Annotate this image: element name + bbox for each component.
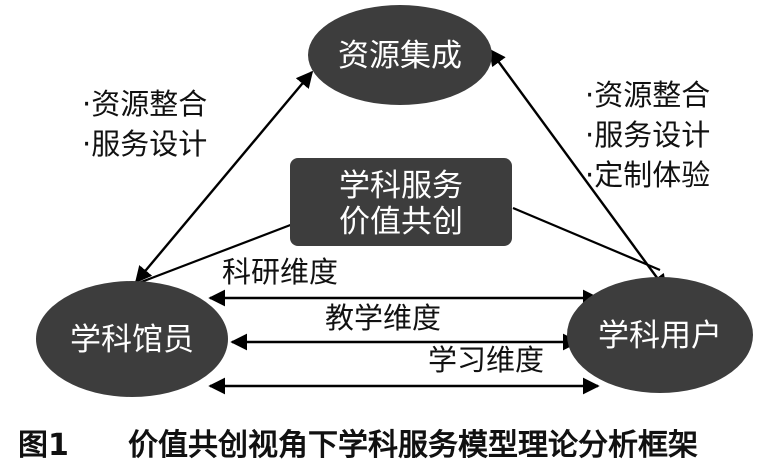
dimension-learning-label: 学习维度 [428, 343, 544, 377]
arrow-top-to-right [489, 48, 667, 292]
figure-number: 图1 [18, 428, 69, 463]
right-label-1: ·资源整合 [585, 78, 710, 112]
connector-center-to-right [512, 206, 661, 272]
right-label-2: ·服务设计 [585, 118, 710, 152]
node-subject-librarian: 学科馆员 [36, 281, 228, 397]
center-box-line1: 学科服务 [339, 168, 463, 204]
center-value-cocreation-box: 学科服务 价值共创 [290, 158, 512, 246]
right-label-3: ·定制体验 [585, 158, 710, 192]
center-box-line2: 价值共创 [339, 204, 463, 240]
node-subject-user-label: 学科用户 [598, 318, 722, 354]
node-resource-integration: 资源集成 [308, 5, 492, 105]
arrow-left-to-top [134, 70, 314, 284]
node-resource-integration-label: 资源集成 [338, 38, 462, 74]
figure-caption: 图1 价值共创视角下学科服务模型理论分析框架 [18, 428, 698, 463]
left-side-labels: ·资源整合 ·服务设计 [82, 87, 207, 161]
dimension-research-label: 科研维度 [222, 255, 338, 289]
connector-center-to-left [135, 222, 294, 286]
left-label-1: ·资源整合 [82, 87, 207, 121]
left-label-2: ·服务设计 [82, 127, 207, 161]
node-subject-user: 学科用户 [567, 277, 753, 393]
figure-title: 价值共创视角下学科服务模型理论分析框架 [128, 428, 698, 463]
right-side-labels: ·资源整合 ·服务设计 ·定制体验 [585, 78, 710, 192]
dimension-teaching-label: 教学维度 [325, 301, 441, 335]
node-subject-librarian-label: 学科馆员 [70, 322, 194, 358]
